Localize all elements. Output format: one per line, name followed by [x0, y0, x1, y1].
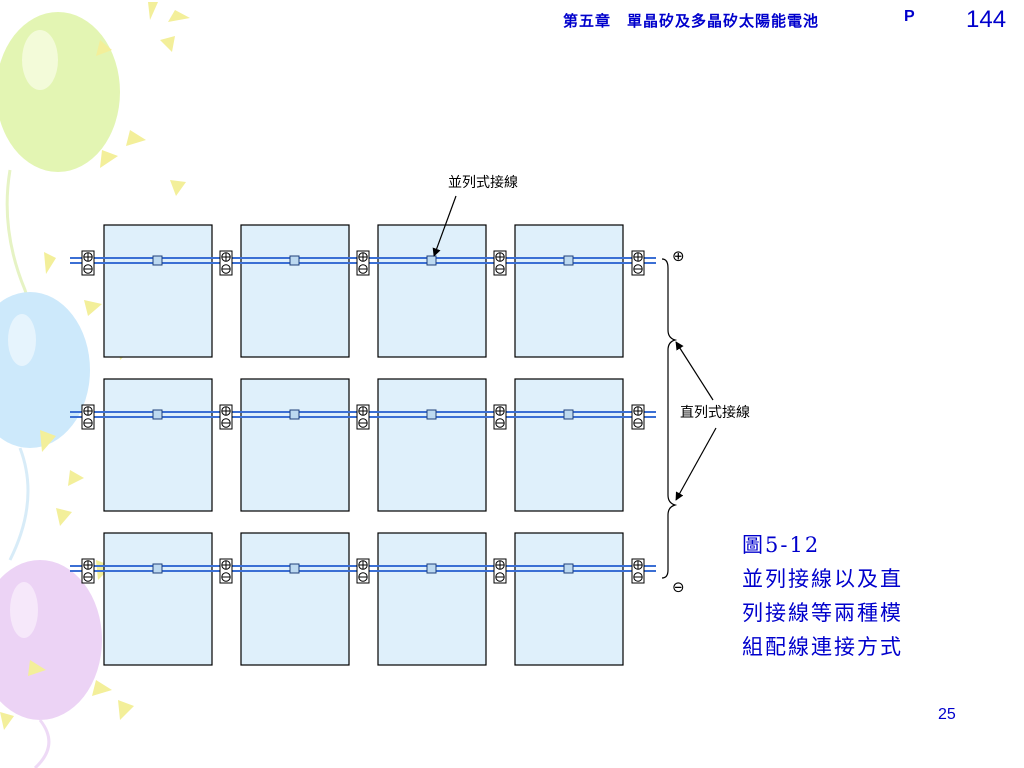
series-arrow-up — [675, 341, 714, 401]
series-wiring-label: 直列式接線 — [680, 405, 750, 421]
connector-terminal — [219, 250, 233, 276]
junction-box — [289, 409, 300, 420]
connector-terminal — [81, 404, 95, 430]
negative-terminal-symbol: ⊖ — [672, 578, 685, 596]
connector-terminal — [493, 558, 507, 584]
junction-box — [152, 409, 163, 420]
junction-box — [563, 563, 574, 574]
connector-terminal — [219, 404, 233, 430]
junction-box — [152, 563, 163, 574]
solar-module — [240, 224, 350, 358]
parallel-wiring-label: 並列式接線 — [448, 175, 518, 191]
caption-line: 組配線連接方式 — [742, 635, 903, 659]
junction-box — [426, 409, 437, 420]
junction-box — [289, 563, 300, 574]
junction-box — [426, 255, 437, 266]
series-brace — [661, 258, 678, 579]
caption-line: 圖5-12 — [742, 533, 821, 557]
caption-line: 並列接線以及直 — [742, 567, 903, 591]
junction-box — [152, 255, 163, 266]
junction-box — [426, 563, 437, 574]
connector-terminal — [631, 558, 645, 584]
solar-module — [514, 532, 624, 666]
solar-module — [103, 224, 213, 358]
junction-box — [289, 255, 300, 266]
connector-terminal — [81, 250, 95, 276]
solar-module — [377, 378, 487, 512]
connector-terminal — [356, 404, 370, 430]
caption-line: 列接線等兩種模 — [742, 601, 903, 625]
chapter-title: 第五章 單晶矽及多晶矽太陽能電池 — [563, 12, 820, 30]
slide-number: 25 — [938, 706, 956, 723]
solar-module — [514, 224, 624, 358]
connector-terminal — [493, 404, 507, 430]
series-arrow-down — [675, 427, 717, 501]
connector-terminal — [356, 250, 370, 276]
connector-terminal — [631, 404, 645, 430]
solar-module — [240, 532, 350, 666]
connector-terminal — [356, 558, 370, 584]
solar-module — [103, 378, 213, 512]
solar-module — [240, 378, 350, 512]
connector-terminal — [219, 558, 233, 584]
junction-box — [563, 255, 574, 266]
connector-terminal — [81, 558, 95, 584]
positive-terminal-symbol: ⊕ — [672, 247, 685, 265]
figure-caption: 圖5-12 並列接線以及直 列接線等兩種模 組配線連接方式 — [742, 528, 903, 664]
page-prefix: P — [904, 8, 915, 25]
solar-module — [377, 532, 487, 666]
junction-box — [563, 409, 574, 420]
connector-terminal — [631, 250, 645, 276]
parallel-arrow — [432, 195, 457, 257]
solar-module — [377, 224, 487, 358]
connector-terminal — [493, 250, 507, 276]
solar-module — [514, 378, 624, 512]
page-number: 144 — [966, 6, 1007, 33]
solar-module — [103, 532, 213, 666]
